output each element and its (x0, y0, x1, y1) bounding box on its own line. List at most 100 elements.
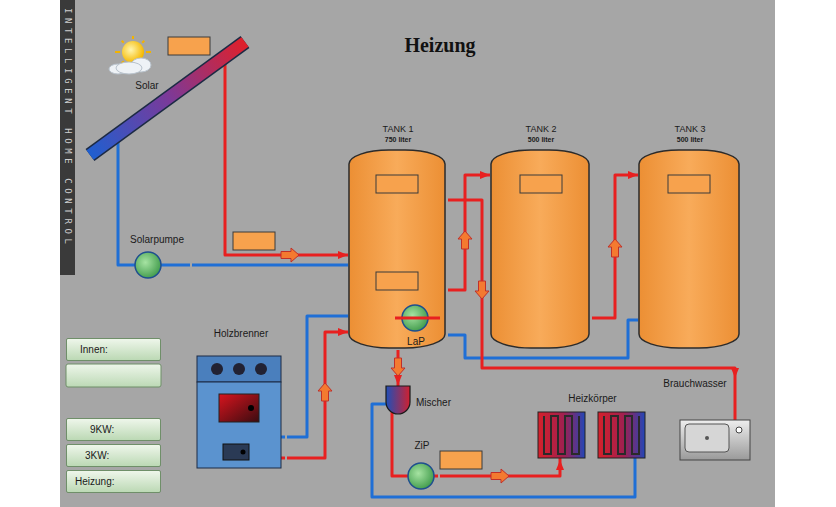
node-label: TANK 2 (490, 124, 592, 135)
flow-arrow (281, 248, 299, 262)
status-field: Heizung: (66, 470, 161, 493)
hot-pipe (287, 332, 348, 458)
ellipse-shape (116, 62, 142, 74)
node-label: Brauchwasser (655, 378, 735, 390)
storage-tank: TANK 2500 liter (490, 122, 592, 350)
node-illustration (85, 35, 245, 163)
value-display (376, 272, 418, 290)
line-shape (391, 412, 394, 423)
node-label: Mischer (416, 397, 451, 409)
hot-pipe (225, 163, 348, 255)
node-illustration (638, 122, 740, 350)
pump-symbol (402, 305, 428, 331)
node-illustration (195, 328, 285, 472)
line-shape (734, 378, 737, 420)
node-illustration (655, 378, 755, 462)
solar-panel (90, 42, 245, 155)
line-shape (146, 51, 151, 53)
cloud-icon (109, 58, 151, 74)
storage-tank: TANK 3500 liter (638, 122, 742, 350)
cold-pipe (118, 163, 122, 265)
flow-arrow (458, 231, 472, 249)
line-shape (90, 42, 245, 155)
line-shape (395, 317, 440, 320)
line-shape (122, 41, 124, 43)
stove-body (197, 382, 281, 468)
mixer-node: Mischer (383, 385, 463, 423)
tank-body (639, 150, 739, 348)
node-label: TANK 1 (348, 124, 448, 135)
stove-top (197, 356, 281, 382)
radiator-coil (604, 416, 639, 454)
flow-arrow (475, 281, 489, 299)
node-label: TANK 3 (638, 124, 742, 135)
node-illustration (490, 122, 590, 350)
node-label: 9KW: (90, 424, 114, 436)
node-label: 3KW: (85, 450, 109, 462)
status-field (66, 364, 161, 387)
node-label: Holzbrenner (195, 328, 287, 340)
flow-arrow (608, 239, 622, 257)
line-shape (132, 36, 134, 39)
hot-water-sink: Brauchwasser (655, 378, 755, 462)
pump-symbol (135, 252, 161, 278)
node-sublabel: 750 liter (348, 136, 448, 144)
value-display (168, 37, 210, 55)
storage-tank: TANK 1750 literLaP (348, 122, 448, 350)
fire-door (219, 394, 259, 422)
node-label: LaP (398, 336, 434, 348)
node-label: ZiP (404, 440, 440, 452)
line-shape (142, 41, 144, 43)
pump-node: Solarpumpe (122, 234, 192, 280)
circle-shape (248, 405, 254, 411)
node-label: Solarpumpe (122, 234, 192, 246)
line-shape (281, 457, 285, 460)
ash-door (223, 444, 249, 460)
cold-pipe (287, 316, 348, 437)
flow-arrow (318, 383, 332, 401)
line-shape (224, 57, 227, 163)
radiator-coil (544, 416, 579, 454)
wood-boiler: Holzbrenner (195, 328, 287, 472)
hot-pipe (392, 423, 404, 476)
value-display (233, 232, 275, 250)
node-illustration (348, 122, 446, 350)
line-shape (115, 51, 120, 53)
circle-shape (233, 363, 245, 375)
mixer-valve (386, 386, 410, 414)
hot-pipe (448, 175, 490, 290)
line-shape (401, 317, 429, 320)
cold-pipe (192, 264, 348, 267)
flow-arrow (491, 469, 509, 483)
value-display (376, 175, 418, 193)
sink-basin (685, 424, 729, 452)
node-label: Solar (129, 80, 165, 92)
diagram-title: Heizung (340, 33, 540, 57)
radiator-node: Heizkörper (535, 393, 650, 460)
solar-collector: Solar (85, 35, 245, 163)
node-sublabel: 500 liter (638, 136, 742, 144)
cold-pipe (372, 404, 635, 497)
watermark-text: INTELLIGENT HOME CONTROL (61, 8, 74, 248)
status-field: 3KW: (66, 444, 161, 467)
flow-arrow (391, 358, 405, 376)
sink-body (680, 420, 750, 460)
circle-shape (255, 363, 267, 375)
node-label: Heizung: (75, 476, 114, 488)
value-display (440, 451, 482, 469)
radiator-symbol (538, 412, 585, 458)
tank-body (491, 150, 589, 348)
node-label: Heizkörper (535, 393, 650, 405)
node-label: Innen: (80, 344, 108, 356)
hot-pipe (592, 175, 638, 318)
node-sublabel: 500 liter (490, 136, 592, 144)
pump-symbol (408, 463, 434, 489)
panel-ground (60, 0, 775, 507)
circle-shape (705, 436, 709, 440)
line-shape (281, 436, 285, 439)
value-display (520, 175, 562, 193)
circle-shape (241, 450, 246, 455)
pump-node: ZiP (404, 440, 440, 492)
